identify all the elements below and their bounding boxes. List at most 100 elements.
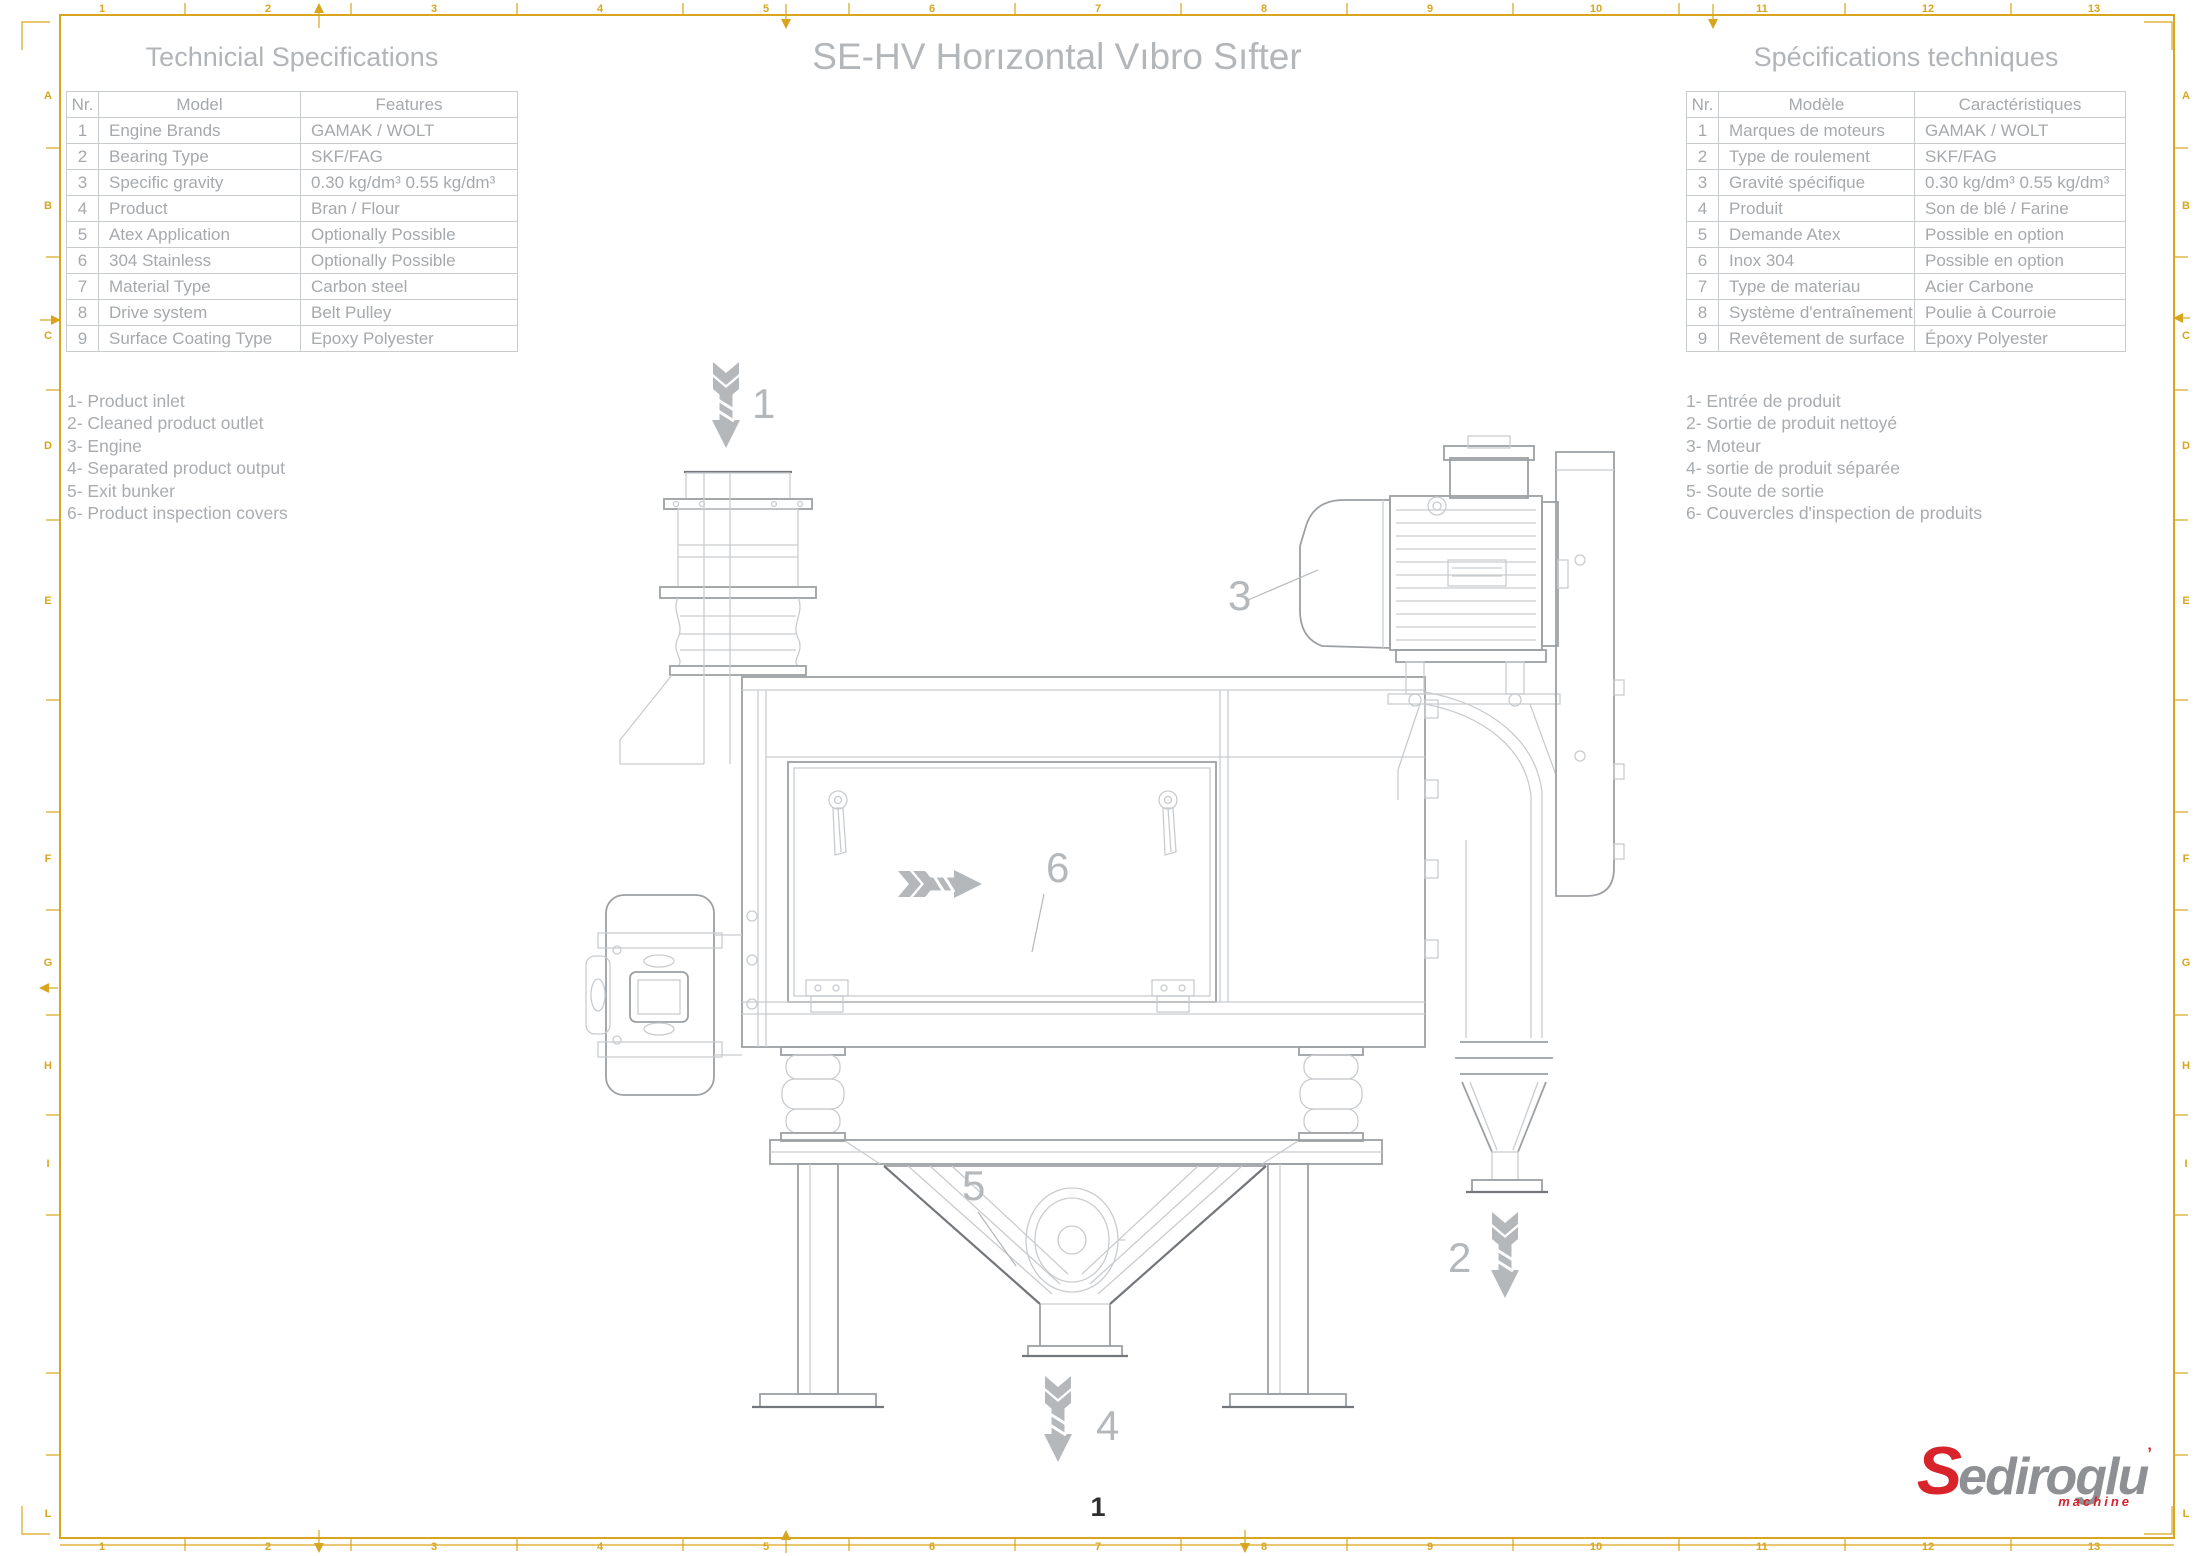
- table-cell: Drive system: [98, 299, 301, 326]
- ruler-letter: G: [44, 957, 53, 969]
- table-cell: Système d'entraînement: [1718, 299, 1915, 326]
- legend-item: 1- Product inlet: [67, 391, 185, 411]
- table-cell: Bran / Flour: [300, 195, 518, 222]
- table-cell: 6: [1686, 247, 1719, 274]
- ruler-number: 6: [929, 3, 935, 15]
- legend-item: 6- Product inspection covers: [67, 503, 288, 524]
- ruler-number: 12: [1922, 3, 1934, 15]
- legend-item: 4- Separated product output: [67, 458, 285, 479]
- ruler-number: 7: [1095, 3, 1101, 15]
- support-frame: [769, 1139, 1383, 1165]
- table-cell: Demande Atex: [1718, 221, 1915, 248]
- ruler-letter: H: [44, 1060, 52, 1072]
- ruler-letter: F: [2183, 853, 2190, 865]
- ruler-number: 3: [431, 1541, 437, 1553]
- ruler-number: 5: [763, 3, 769, 15]
- table-cell: Product: [98, 195, 301, 222]
- table-cell: Type de roulement: [1718, 143, 1915, 170]
- table-cell: GAMAK / WOLT: [1914, 117, 2126, 144]
- legend-item: 5- Soute de sortie: [1686, 480, 1825, 501]
- ruler-letter: I: [46, 1158, 49, 1170]
- legend-item: 5- Exit bunker: [67, 480, 175, 501]
- table-cell: 8: [1686, 299, 1719, 326]
- fold-mark-arrow-icon: [40, 315, 61, 325]
- ruler-letter: I: [2184, 1158, 2187, 1170]
- ruler-number: 9: [1427, 3, 1433, 15]
- legend-item: 4- sortie de produit séparée: [1686, 458, 1901, 479]
- logo-text: ediroglu: [1958, 1448, 2149, 1506]
- table-cell: Marques de moteurs: [1718, 117, 1915, 144]
- fold-mark-arrow-icon: [2173, 313, 2190, 323]
- table-cell: 8: [66, 299, 99, 326]
- table-cell: Possible en option: [1914, 247, 2126, 274]
- callout-cleaned-outlet: 2: [1448, 1234, 1471, 1281]
- vibrator-motor: [585, 894, 742, 1096]
- ruler-number: 12: [1922, 1541, 1934, 1553]
- logo-trademark: ’: [2147, 1444, 2152, 1463]
- table-cell: Specific gravity: [98, 169, 301, 196]
- ruler-letter: A: [2182, 90, 2190, 102]
- machine-body: [741, 676, 1439, 1048]
- ruler-number: 11: [1756, 3, 1768, 15]
- table-cell: Inox 304: [1718, 247, 1915, 274]
- table-cell: SKF/FAG: [300, 143, 518, 170]
- table-header-cell: Caractéristiques: [1914, 91, 2126, 118]
- table-cell: Material Type: [98, 273, 301, 300]
- table-cell: 2: [66, 143, 99, 170]
- ruler-number: 2: [265, 3, 271, 15]
- logo-initial: S: [1916, 1433, 1962, 1509]
- ruler-number: 7: [1095, 1541, 1101, 1553]
- legend-item: 1- Entrée de produit: [1686, 391, 1841, 411]
- right-table-title: Spécifications techniques: [1753, 42, 2059, 72]
- table-cell: Gravité spécifique: [1718, 169, 1915, 196]
- ruler-number: 1: [99, 1541, 105, 1553]
- ruler-letter: E: [2182, 595, 2189, 607]
- callout-separated-output: 4: [1096, 1402, 1119, 1449]
- ruler-letter: L: [2183, 1508, 2190, 1520]
- discharge-chute: [1424, 691, 1553, 1194]
- ruler-number: 4: [597, 1541, 604, 1553]
- inlet-stack: [619, 470, 817, 765]
- fold-mark-arrow-icon: [39, 983, 58, 993]
- ruler-number: 13: [2088, 1541, 2100, 1553]
- legend-item: 2- Sortie de produit nettoyé: [1686, 413, 1898, 434]
- callout-product-inlet: 1: [752, 380, 775, 427]
- ruler-letter: B: [2182, 200, 2190, 212]
- ruler-number: 1: [99, 3, 105, 15]
- ruler-letter: D: [2182, 440, 2190, 452]
- fold-mark-arrow-icon: [1708, 4, 1718, 29]
- legend-item: 2- Cleaned product outlet: [67, 413, 264, 434]
- ruler-number: 9: [1427, 1541, 1433, 1553]
- page-number: 1: [1090, 1492, 1106, 1522]
- callout-inspection-covers: 6: [1046, 844, 1069, 891]
- hopper-sight-glass: [1025, 1187, 1125, 1293]
- cleaned-outlet-arrow-icon: [1489, 1210, 1521, 1300]
- inspection-door-panel: [787, 761, 1217, 1003]
- table-cell: 304 Stainless: [98, 247, 301, 274]
- machine-leg: [1222, 1163, 1354, 1409]
- legend-item: 3- Moteur: [1686, 435, 1761, 456]
- table-cell: Revêtement de surface: [1718, 325, 1915, 352]
- table-header-cell: Nr.: [66, 91, 99, 118]
- table-cell: 4: [1686, 195, 1719, 222]
- ruler-letter: C: [44, 330, 52, 342]
- table-cell: 0.30 kg/dm³ 0.55 kg/dm³: [300, 169, 518, 196]
- side-panel: [1555, 451, 1625, 897]
